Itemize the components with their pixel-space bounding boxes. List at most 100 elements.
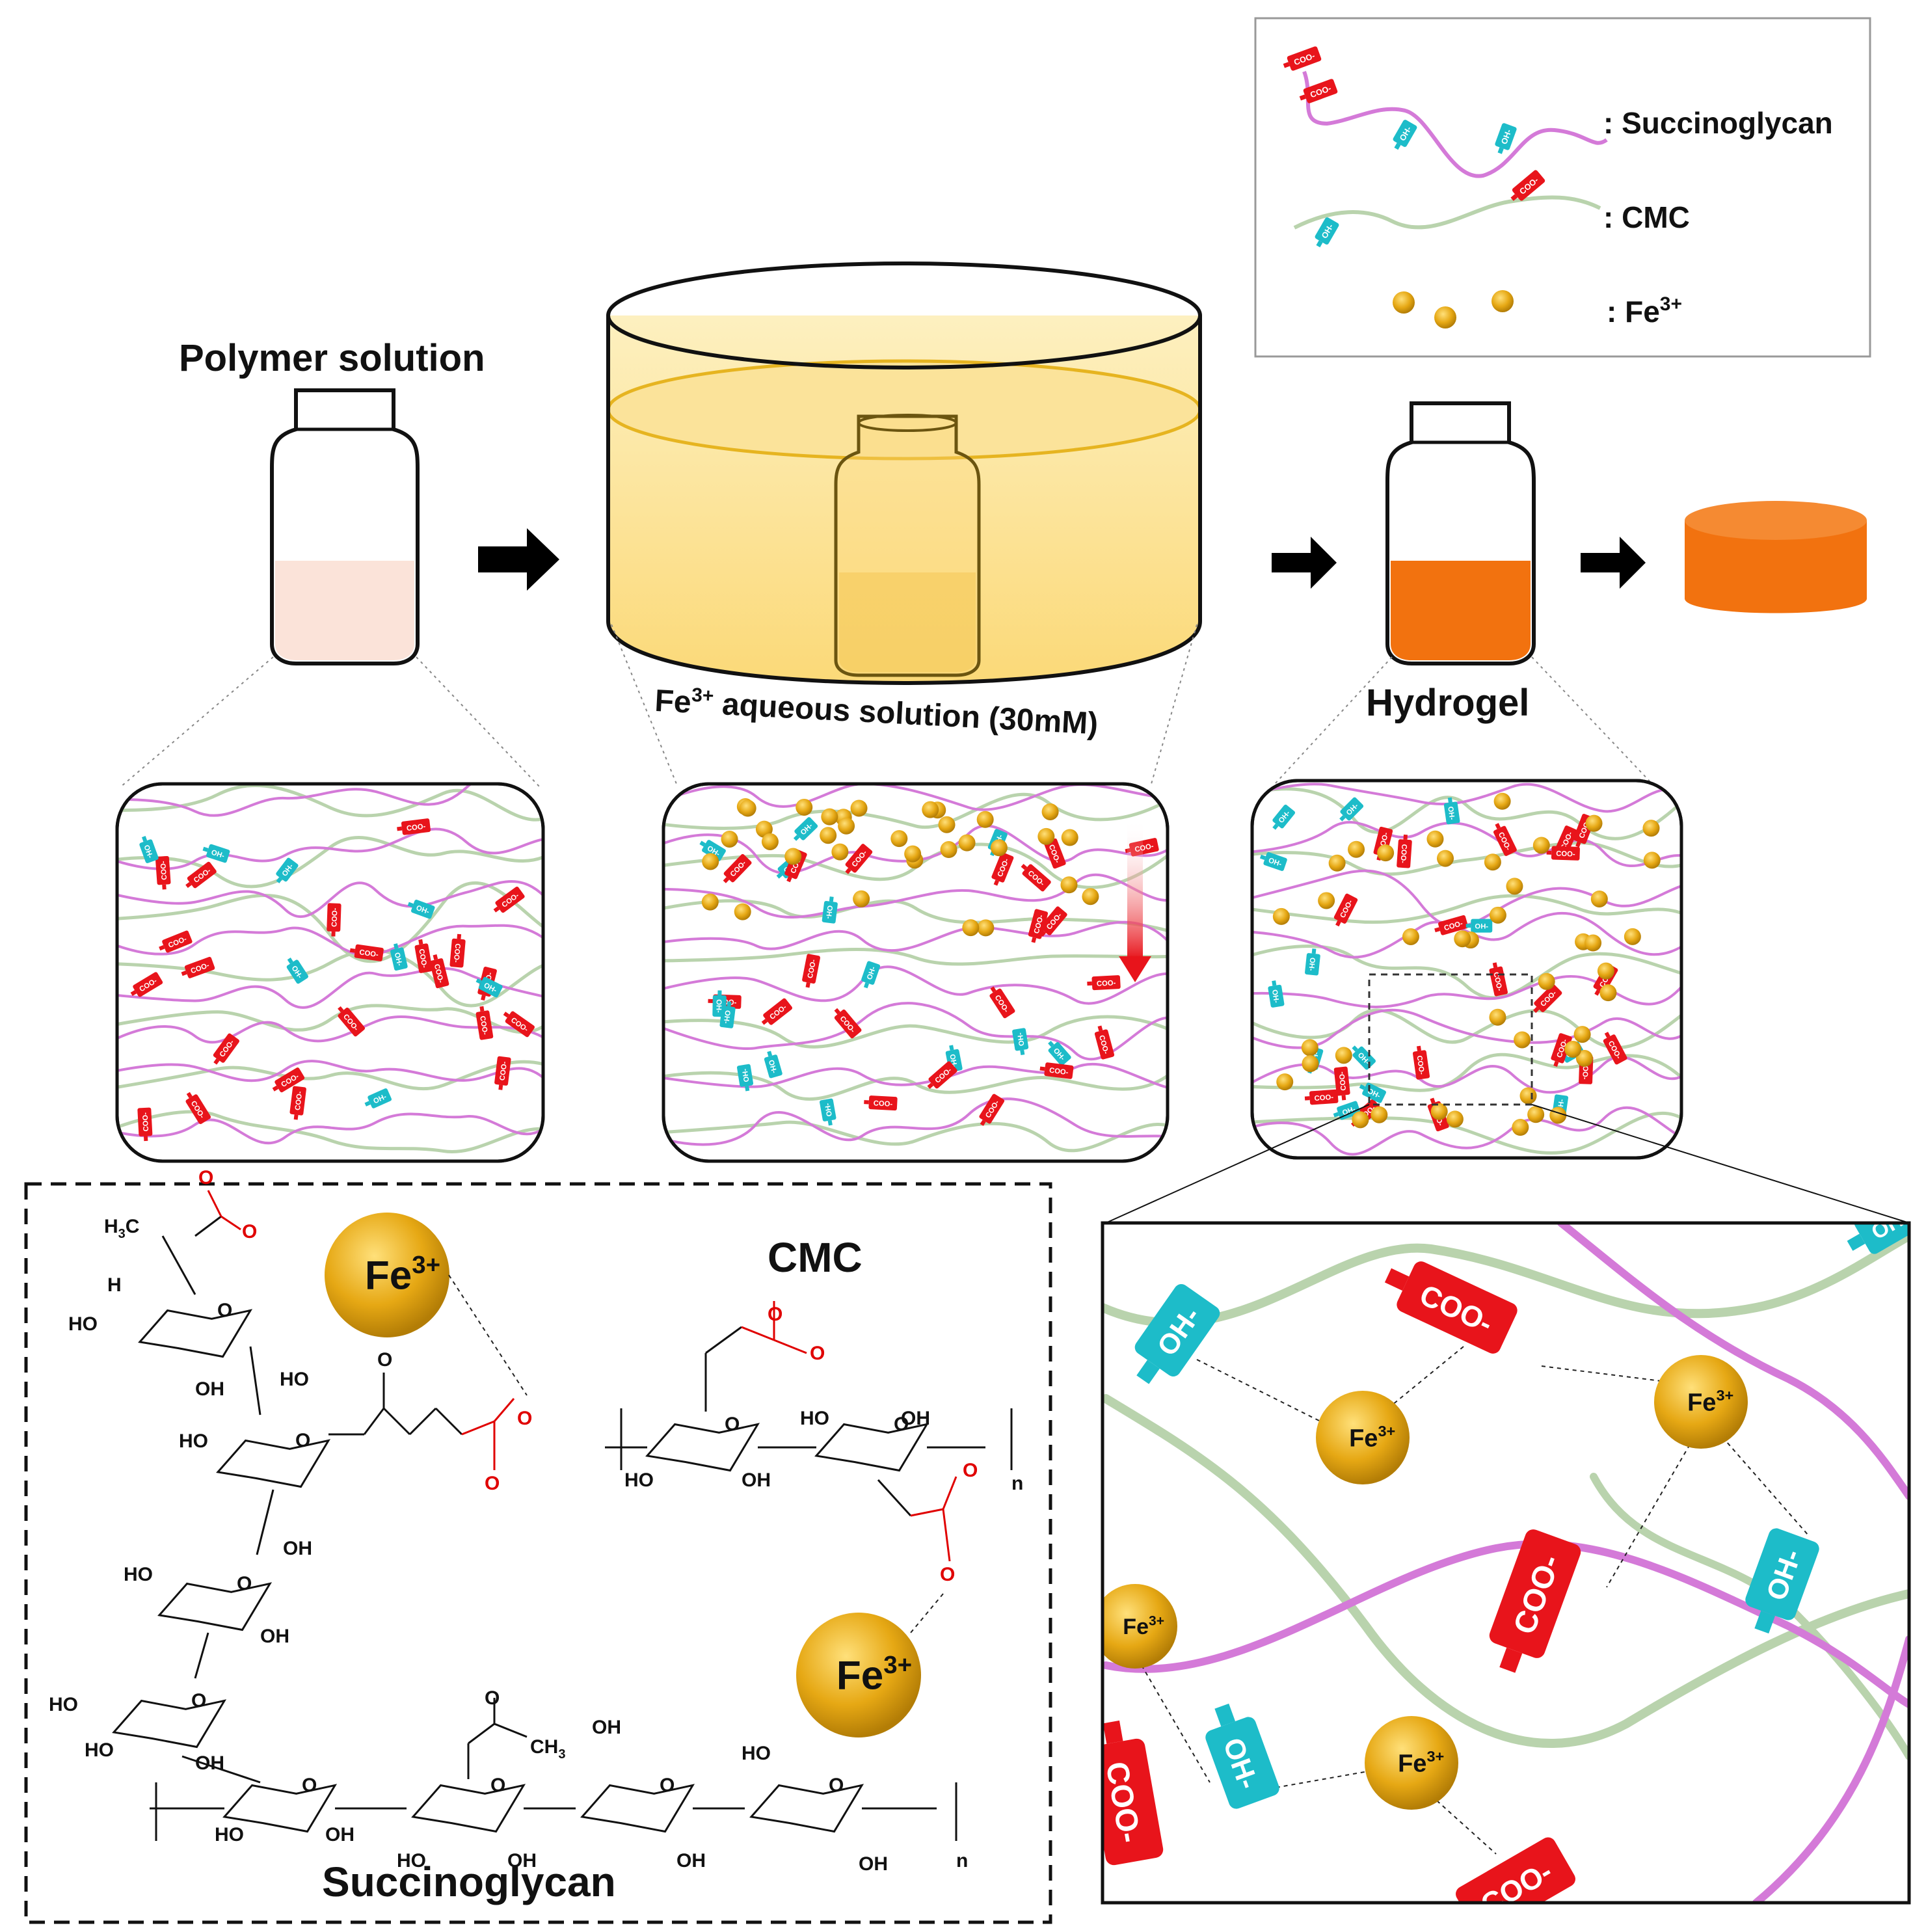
fe-ion: [1430, 1103, 1448, 1120]
chemical-bond: [494, 1723, 528, 1738]
svg-text:COO-: COO-: [359, 948, 379, 959]
carboxylate-group: COO-: [1087, 975, 1121, 991]
fe-ion: [1371, 1106, 1388, 1123]
svg-text:O: O: [490, 1775, 505, 1796]
fe-ion: [1454, 930, 1471, 948]
atom-label: HO: [68, 1313, 98, 1335]
fe-ion: [904, 845, 922, 863]
cmc-strand: [117, 948, 543, 1008]
fe-ion: [1484, 853, 1501, 871]
chemical-bond: [194, 1215, 222, 1237]
succinoglycan-strand: [663, 965, 1168, 1005]
cmc-strand: [1252, 787, 1681, 840]
fe-ion: [1328, 854, 1346, 872]
fe-ion: [1402, 928, 1419, 945]
svg-text:O: O: [302, 1775, 317, 1796]
atom-label: O: [377, 1349, 392, 1371]
svg-text:COO-: COO-: [330, 907, 339, 927]
svg-text:OH-: OH-: [1017, 1032, 1026, 1046]
atom-label: n: [956, 1850, 968, 1872]
atom-label: O: [810, 1343, 825, 1364]
fe-ion: [1352, 1111, 1369, 1129]
hydrogel-bottle: [1385, 401, 1536, 665]
fe-ion: [721, 830, 738, 848]
fe-ion: [1643, 852, 1661, 869]
atom-label: O: [242, 1221, 257, 1242]
coordination-bond: [1541, 1365, 1672, 1383]
fe-ion: [1318, 892, 1335, 909]
coordination-bond: [1141, 1665, 1210, 1783]
carboxylate-group: COO-: [1434, 915, 1469, 935]
succinoglycan-strand: [117, 1015, 543, 1047]
hydroxyl-group: OH-: [861, 961, 881, 989]
chemical-bond: [382, 1407, 411, 1436]
svg-text:COO-: COO-: [159, 861, 168, 880]
carboxylate-group: COO-: [1094, 1025, 1115, 1060]
svg-text:OH-: OH-: [1307, 957, 1316, 971]
succinoglycan-structure-title: Succinoglycan: [322, 1858, 616, 1905]
fe-ion: [702, 853, 719, 870]
atom-label: HO: [49, 1694, 78, 1715]
process-arrow: [1272, 537, 1337, 589]
succinoglycan-strand: [117, 967, 543, 1009]
atom-label: OH: [901, 1408, 930, 1429]
cmc-strand: [663, 899, 1168, 937]
hydroxyl-group: OH-: [1443, 797, 1460, 825]
svg-text:O: O: [237, 1573, 252, 1594]
fe-ion: [850, 799, 868, 817]
cmc-structure-title: CMC: [768, 1234, 863, 1281]
svg-text:COO-: COO-: [417, 948, 428, 969]
atom-label: O: [485, 1687, 500, 1709]
coordination-bond: [448, 1274, 528, 1396]
fe-ion: [1532, 837, 1550, 854]
carboxylate-group: COO-: [802, 954, 820, 988]
fe-ion: [1060, 876, 1078, 894]
fe-ion: [821, 808, 838, 825]
coordination-bond: [1606, 1430, 1698, 1588]
cmc-strand: [1252, 945, 1681, 1000]
hydroxyl-group: OH-: [793, 817, 818, 841]
fe-ion: [734, 903, 751, 920]
hydroxyl-group: OH-: [1465, 919, 1493, 933]
atom-label: H3C: [104, 1216, 139, 1241]
succinoglycan-strand: [1752, 1635, 1909, 1903]
carboxylate-group: COO-: [181, 956, 215, 978]
legend-fe-ion: [1491, 290, 1514, 312]
chemical-bond: [363, 1408, 385, 1435]
hydroxyl-group: OH-: [407, 900, 435, 919]
fe-ion: [701, 893, 719, 911]
carboxylate-group: COO-: [991, 852, 1014, 886]
atom-label: O: [485, 1473, 500, 1494]
fe-ion: Fe3+: [1365, 1716, 1458, 1810]
chemical-bond: [741, 1326, 775, 1341]
hydroxyl-group: OH-: [1134, 1284, 1220, 1384]
atom-label: HO: [124, 1564, 153, 1585]
cmc-strand: [117, 1060, 543, 1092]
fe-ion: [958, 834, 976, 852]
svg-text:Fe3+: Fe3+: [1398, 1748, 1444, 1777]
hydroxyl-group: OH-: [276, 857, 299, 883]
fe-ion: [1512, 1119, 1529, 1136]
legend-fe-label: : Fe3+: [1607, 293, 1682, 329]
carboxylate-group: COO-: [349, 944, 384, 961]
carboxylate-group: COO-: [1103, 1720, 1164, 1866]
hydroxyl-group: OH-: [1259, 852, 1287, 871]
sugar-ring: [580, 1784, 695, 1833]
chemical-bond: [207, 1190, 222, 1217]
cmc-strand: [1252, 1112, 1681, 1155]
fe-ion: [1590, 890, 1608, 907]
svg-text:O: O: [295, 1430, 310, 1451]
succinoglycan-strand: [117, 784, 543, 817]
succinoglycan-strand: [1252, 1106, 1681, 1156]
fe-ion: Fe3+: [1103, 1584, 1177, 1669]
hydroxyl-group: OH-: [139, 836, 159, 863]
svg-text:Fe3+: Fe3+: [1123, 1613, 1164, 1639]
fe-ion: [1564, 1040, 1582, 1058]
succinoglycan-strand: [117, 827, 543, 870]
hydroxyl-group: OH-: [719, 1001, 736, 1028]
fe-ion: [1037, 827, 1055, 845]
svg-text:Fe3+: Fe3+: [836, 1651, 912, 1698]
diffusion-direction-arrow: [1127, 820, 1143, 959]
svg-text:COO-: COO-: [499, 1061, 509, 1081]
svg-text:COO-: COO-: [452, 943, 462, 963]
